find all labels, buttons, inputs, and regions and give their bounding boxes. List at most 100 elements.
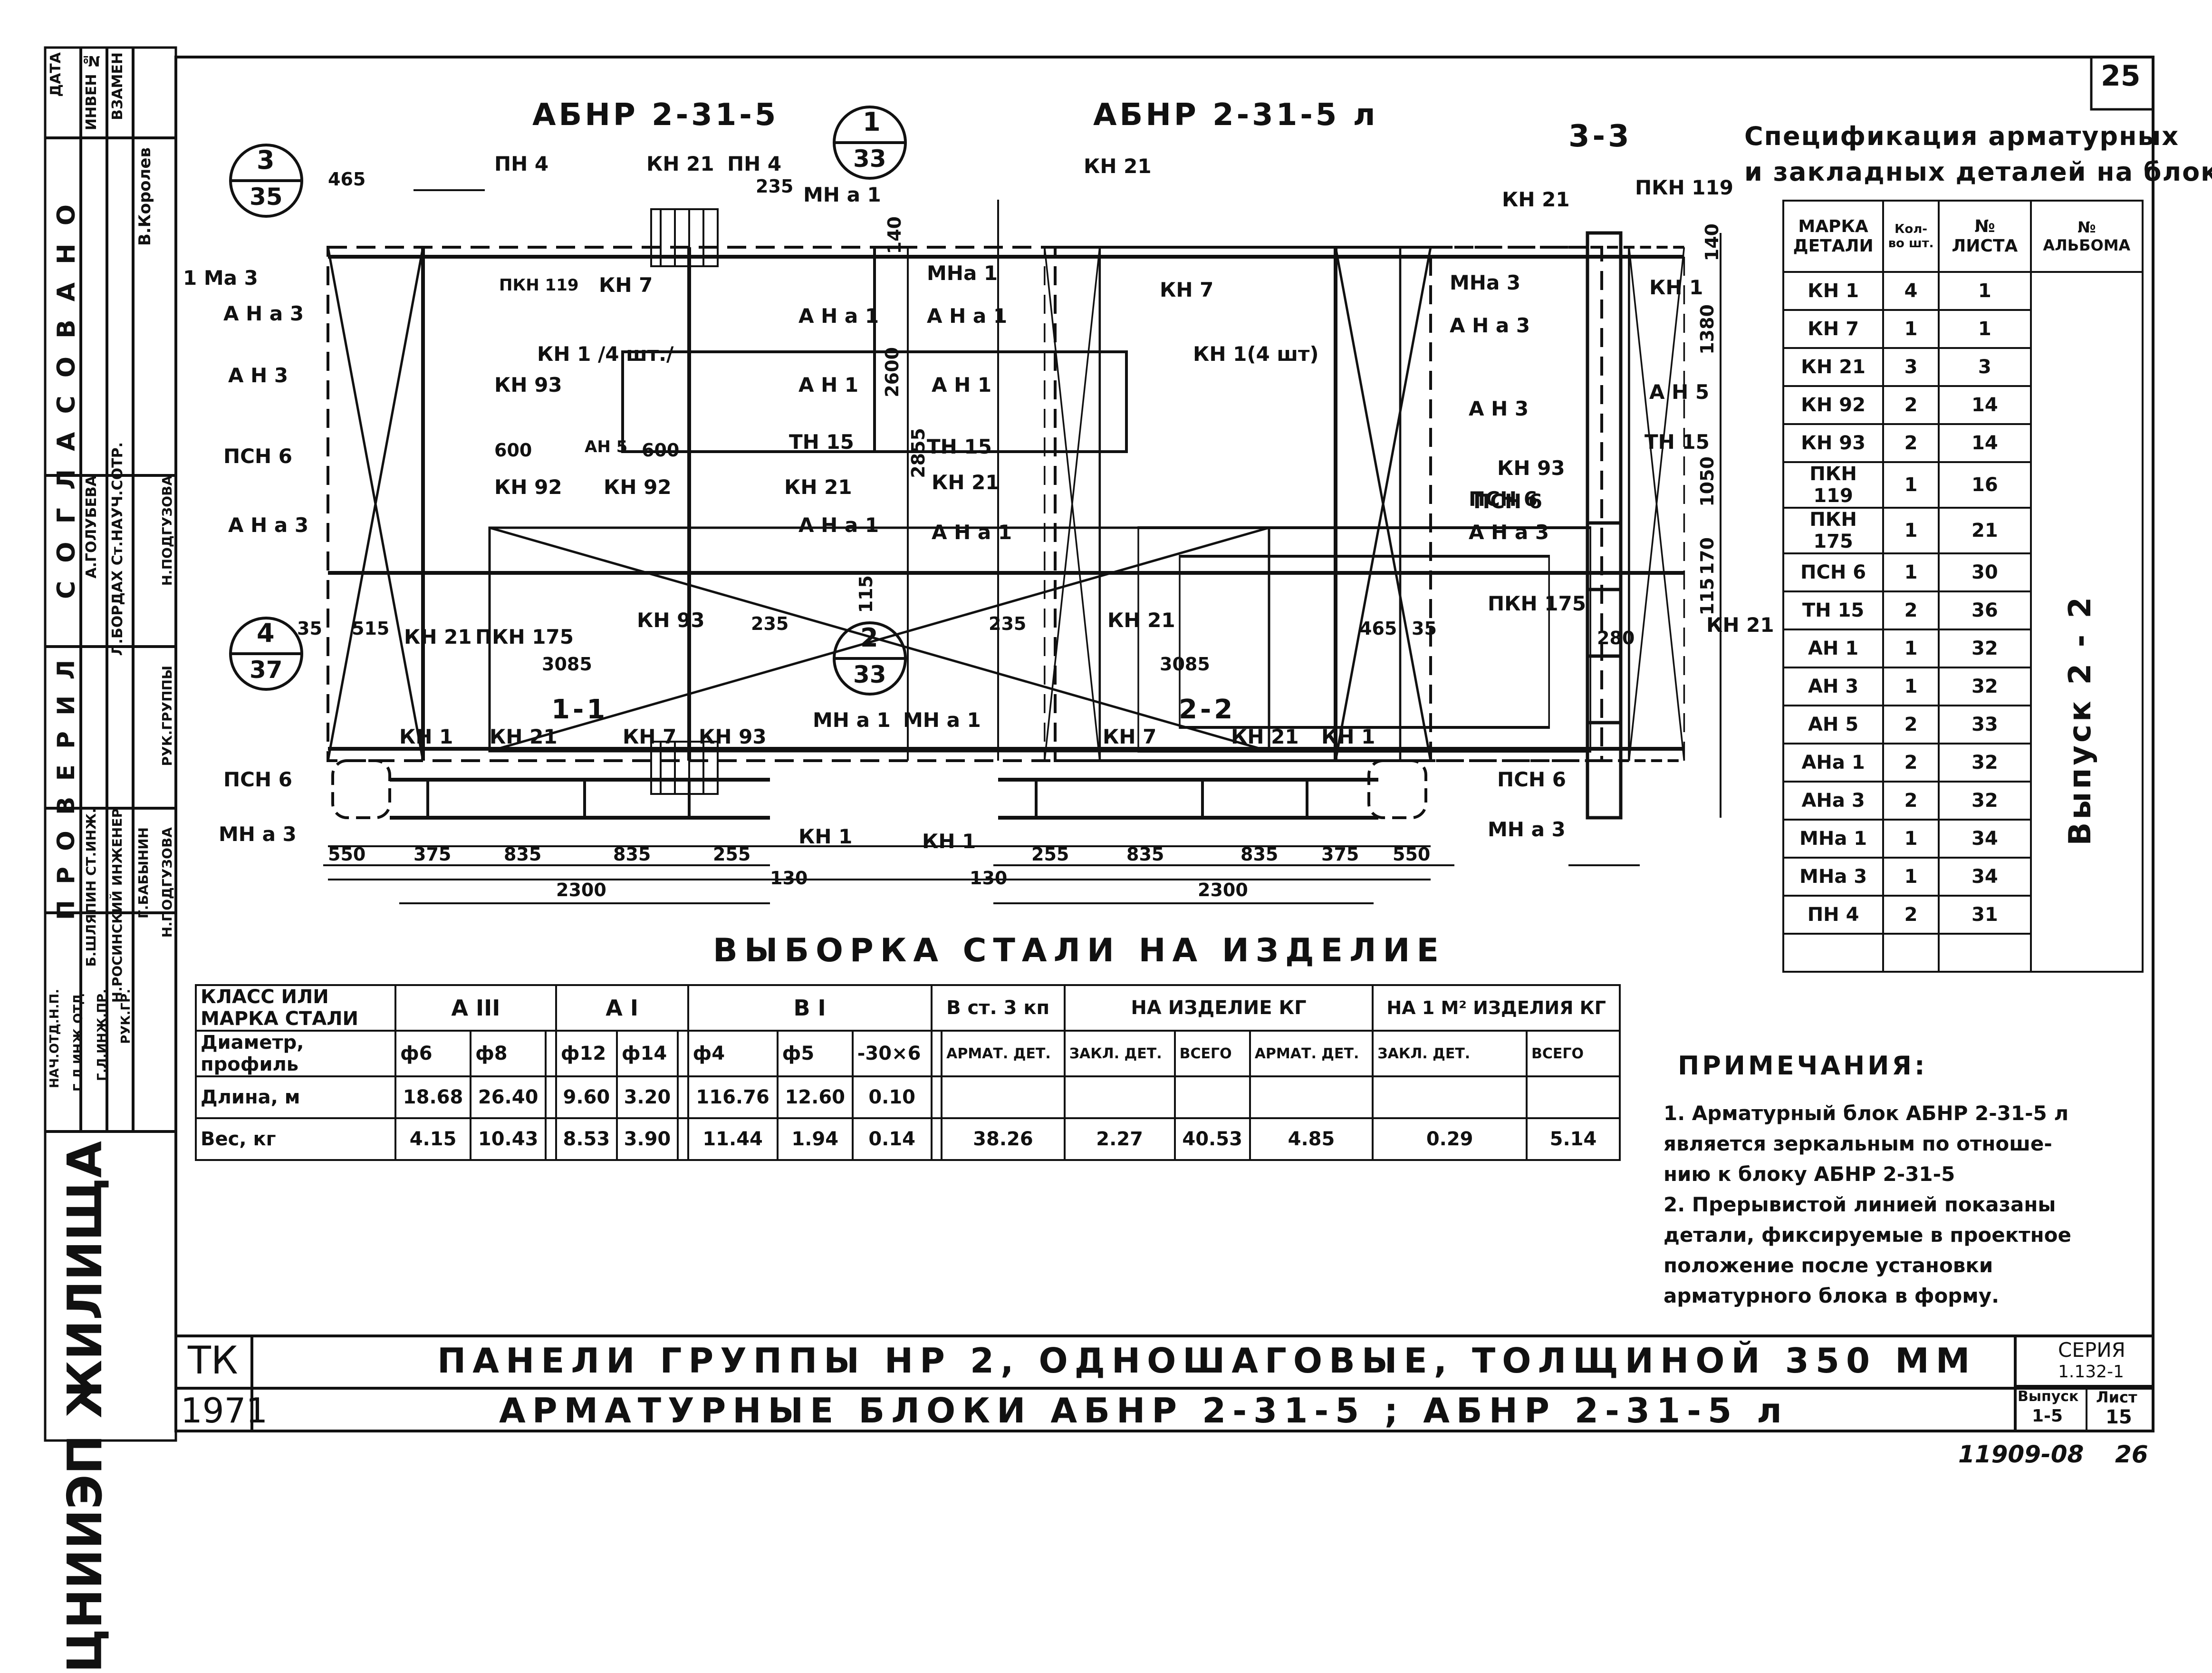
s11-label-kn7: КН 7 bbox=[623, 725, 677, 748]
left-label-an1: А Н 1 bbox=[798, 373, 859, 396]
spec-cell: АН 5 bbox=[1782, 705, 1885, 745]
spec-cell: 16 bbox=[1938, 461, 2032, 509]
spec-cell bbox=[1782, 933, 1885, 973]
left-label-an5: АН 5 bbox=[585, 437, 628, 456]
s22-label-kn1: КН 1 bbox=[1321, 725, 1375, 748]
steel-wt-cell: 4.15 bbox=[394, 1117, 472, 1161]
right-dim-280: 280 bbox=[1597, 628, 1635, 648]
left-label-kn21b: КН 21 bbox=[784, 475, 852, 499]
s11-label-mna1: МН а 1 bbox=[813, 708, 891, 732]
right-label-kn21: КН 21 bbox=[1502, 188, 1570, 211]
steel-sub-m2-1: АРМАТ. ДЕТ. bbox=[1249, 1030, 1374, 1077]
section-title-11: 1-1 bbox=[551, 694, 608, 725]
steel-wt-cell: 8.53 bbox=[555, 1117, 618, 1161]
footer-list: 15 bbox=[2106, 1406, 2132, 1428]
steel-sub-m2-2: ЗАКЛ. ДЕТ. bbox=[1372, 1030, 1528, 1077]
left-dim-3085: 3085 bbox=[542, 654, 592, 675]
mid-label-an3: А Н 3 bbox=[1469, 397, 1529, 420]
spec-cell: 14 bbox=[1938, 385, 2032, 425]
spec-cell: 2 bbox=[1882, 423, 1940, 463]
spec-cell: 2 bbox=[1882, 895, 1940, 935]
org-logo-text: ЦНИИЭП ЖИЛИЩА bbox=[57, 1141, 113, 1673]
steel-len-cell: 18.68 bbox=[394, 1075, 472, 1119]
spec-cell: 1 bbox=[1882, 507, 1940, 554]
spec-cell: 1 bbox=[1938, 309, 2032, 349]
s11-dim-835a: 835 bbox=[504, 844, 542, 865]
footer-series: 1.132-1 bbox=[2058, 1362, 2124, 1382]
view-title-right: 3-3 bbox=[1568, 119, 1632, 154]
steel-diam-cell: ф14 bbox=[616, 1030, 679, 1077]
left-dim-515: 515 bbox=[352, 618, 390, 639]
spec-cell: 34 bbox=[1938, 819, 2032, 859]
stamp-head-4: РУК.ГР. bbox=[119, 989, 133, 1044]
stamp-head-3: Г.Л.ИНЖ.ПР. bbox=[95, 989, 109, 1081]
section-33-geometry bbox=[1568, 231, 1722, 866]
steel-h-class: КЛАСС ИЛИ МАРКА СТАЛИ bbox=[195, 984, 396, 1032]
left-label-tn15: ТН 15 bbox=[789, 430, 854, 454]
spec-cell: 1 bbox=[1938, 271, 2032, 311]
s11-label-kn1b: КН 1 bbox=[798, 825, 853, 848]
spec-cell: АНа 3 bbox=[1782, 781, 1885, 821]
left-label-kn93b: КН 93 bbox=[637, 609, 705, 632]
spec-h-album: № АЛЬБОМА bbox=[2029, 200, 2144, 273]
mid-dim-3085: 3085 bbox=[1160, 654, 1210, 675]
stamp-head-1: НАЧ.ОТД.Н.П. bbox=[48, 989, 62, 1088]
footer-series-label: СЕРИЯ bbox=[2058, 1338, 2125, 1362]
steel-len-cell bbox=[1526, 1075, 1621, 1119]
steel-sub-item-2: ЗАКЛ. ДЕТ. bbox=[1063, 1030, 1176, 1077]
stamp-agreed-row-1: А.ГОЛУБЕВА bbox=[83, 475, 100, 579]
spec-title-2: и закладных деталей на блок bbox=[1744, 157, 2212, 187]
steel-len-cell bbox=[545, 1075, 557, 1119]
spec-cell: 2 bbox=[1882, 705, 1940, 745]
left-label-kn7: КН 7 bbox=[599, 273, 653, 297]
mid-main bbox=[1017, 247, 1445, 761]
spec-cell: 32 bbox=[1938, 629, 2032, 668]
spec-cell: 1 bbox=[1882, 667, 1940, 706]
spec-cell: МНа 1 bbox=[1782, 819, 1885, 859]
spec-cell: 2 bbox=[1882, 781, 1940, 821]
notes-title: ПРИМЕЧАНИЯ: bbox=[1678, 1051, 1928, 1081]
footer-vyp: 1-5 bbox=[2032, 1406, 2063, 1426]
mid-dim-465: 465 bbox=[1359, 618, 1397, 639]
spec-cell: АНа 1 bbox=[1782, 743, 1885, 783]
spec-table: МАРКА ДЕТАЛИ Кол-во шт. № ЛИСТА № АЛЬБОМ… bbox=[1782, 200, 2144, 973]
steel-len-cell bbox=[930, 1075, 943, 1119]
mid-label-ana1b: А Н а 1 bbox=[932, 521, 1012, 544]
left-dim-600a: 600 bbox=[494, 440, 532, 461]
s22-dim-130: 130 bbox=[970, 868, 1008, 889]
left-dim-465: 465 bbox=[328, 169, 366, 190]
steel-wt-cell: 5.14 bbox=[1526, 1117, 1621, 1161]
stamp-col-replace: ВЗАМЕН bbox=[109, 52, 126, 120]
s22-dim-2300: 2300 bbox=[1198, 880, 1248, 900]
steel-sub-m2-3: ВСЕГО bbox=[1526, 1030, 1621, 1077]
left-label-kn92a: КН 92 bbox=[494, 475, 562, 499]
left-label-ana1: А Н а 1 bbox=[798, 304, 879, 328]
stamp-checked-row-1: РУК.ГРУППЫ bbox=[159, 666, 175, 766]
steel-diam-cell bbox=[545, 1030, 557, 1077]
mid-label-ana3: А Н а 3 bbox=[1450, 314, 1530, 337]
spec-cell: 2 bbox=[1882, 743, 1940, 783]
steel-len-cell: 0.10 bbox=[851, 1075, 933, 1119]
right-label-kn1: КН 1 bbox=[1649, 276, 1703, 299]
spec-cell bbox=[1882, 933, 1940, 973]
spec-cell: 14 bbox=[1938, 423, 2032, 463]
spec-cell: 31 bbox=[1938, 895, 2032, 935]
spec-cell: 1 bbox=[1882, 552, 1940, 592]
left-dim-2855: 2855 bbox=[908, 428, 929, 478]
left-label-kn1: КН 1 /4 шт./ bbox=[537, 342, 674, 366]
footer-tk: ТК bbox=[188, 1338, 238, 1383]
callout-3-bottom: 37 bbox=[250, 656, 283, 684]
spec-cell: ПСН 6 bbox=[1782, 552, 1885, 592]
s11-dim-550: 550 bbox=[328, 844, 366, 865]
mid-label-kn1: КН 1(4 шт) bbox=[1193, 342, 1319, 366]
left-dim-2600: 2600 bbox=[882, 347, 903, 397]
stamp-staff-2: Н.РОСИНСКИЙ ИНЖЕНЕР bbox=[109, 808, 125, 1003]
mid-dim-235: 235 bbox=[989, 613, 1027, 634]
left-label-kn21c: КН 21 bbox=[404, 625, 472, 648]
